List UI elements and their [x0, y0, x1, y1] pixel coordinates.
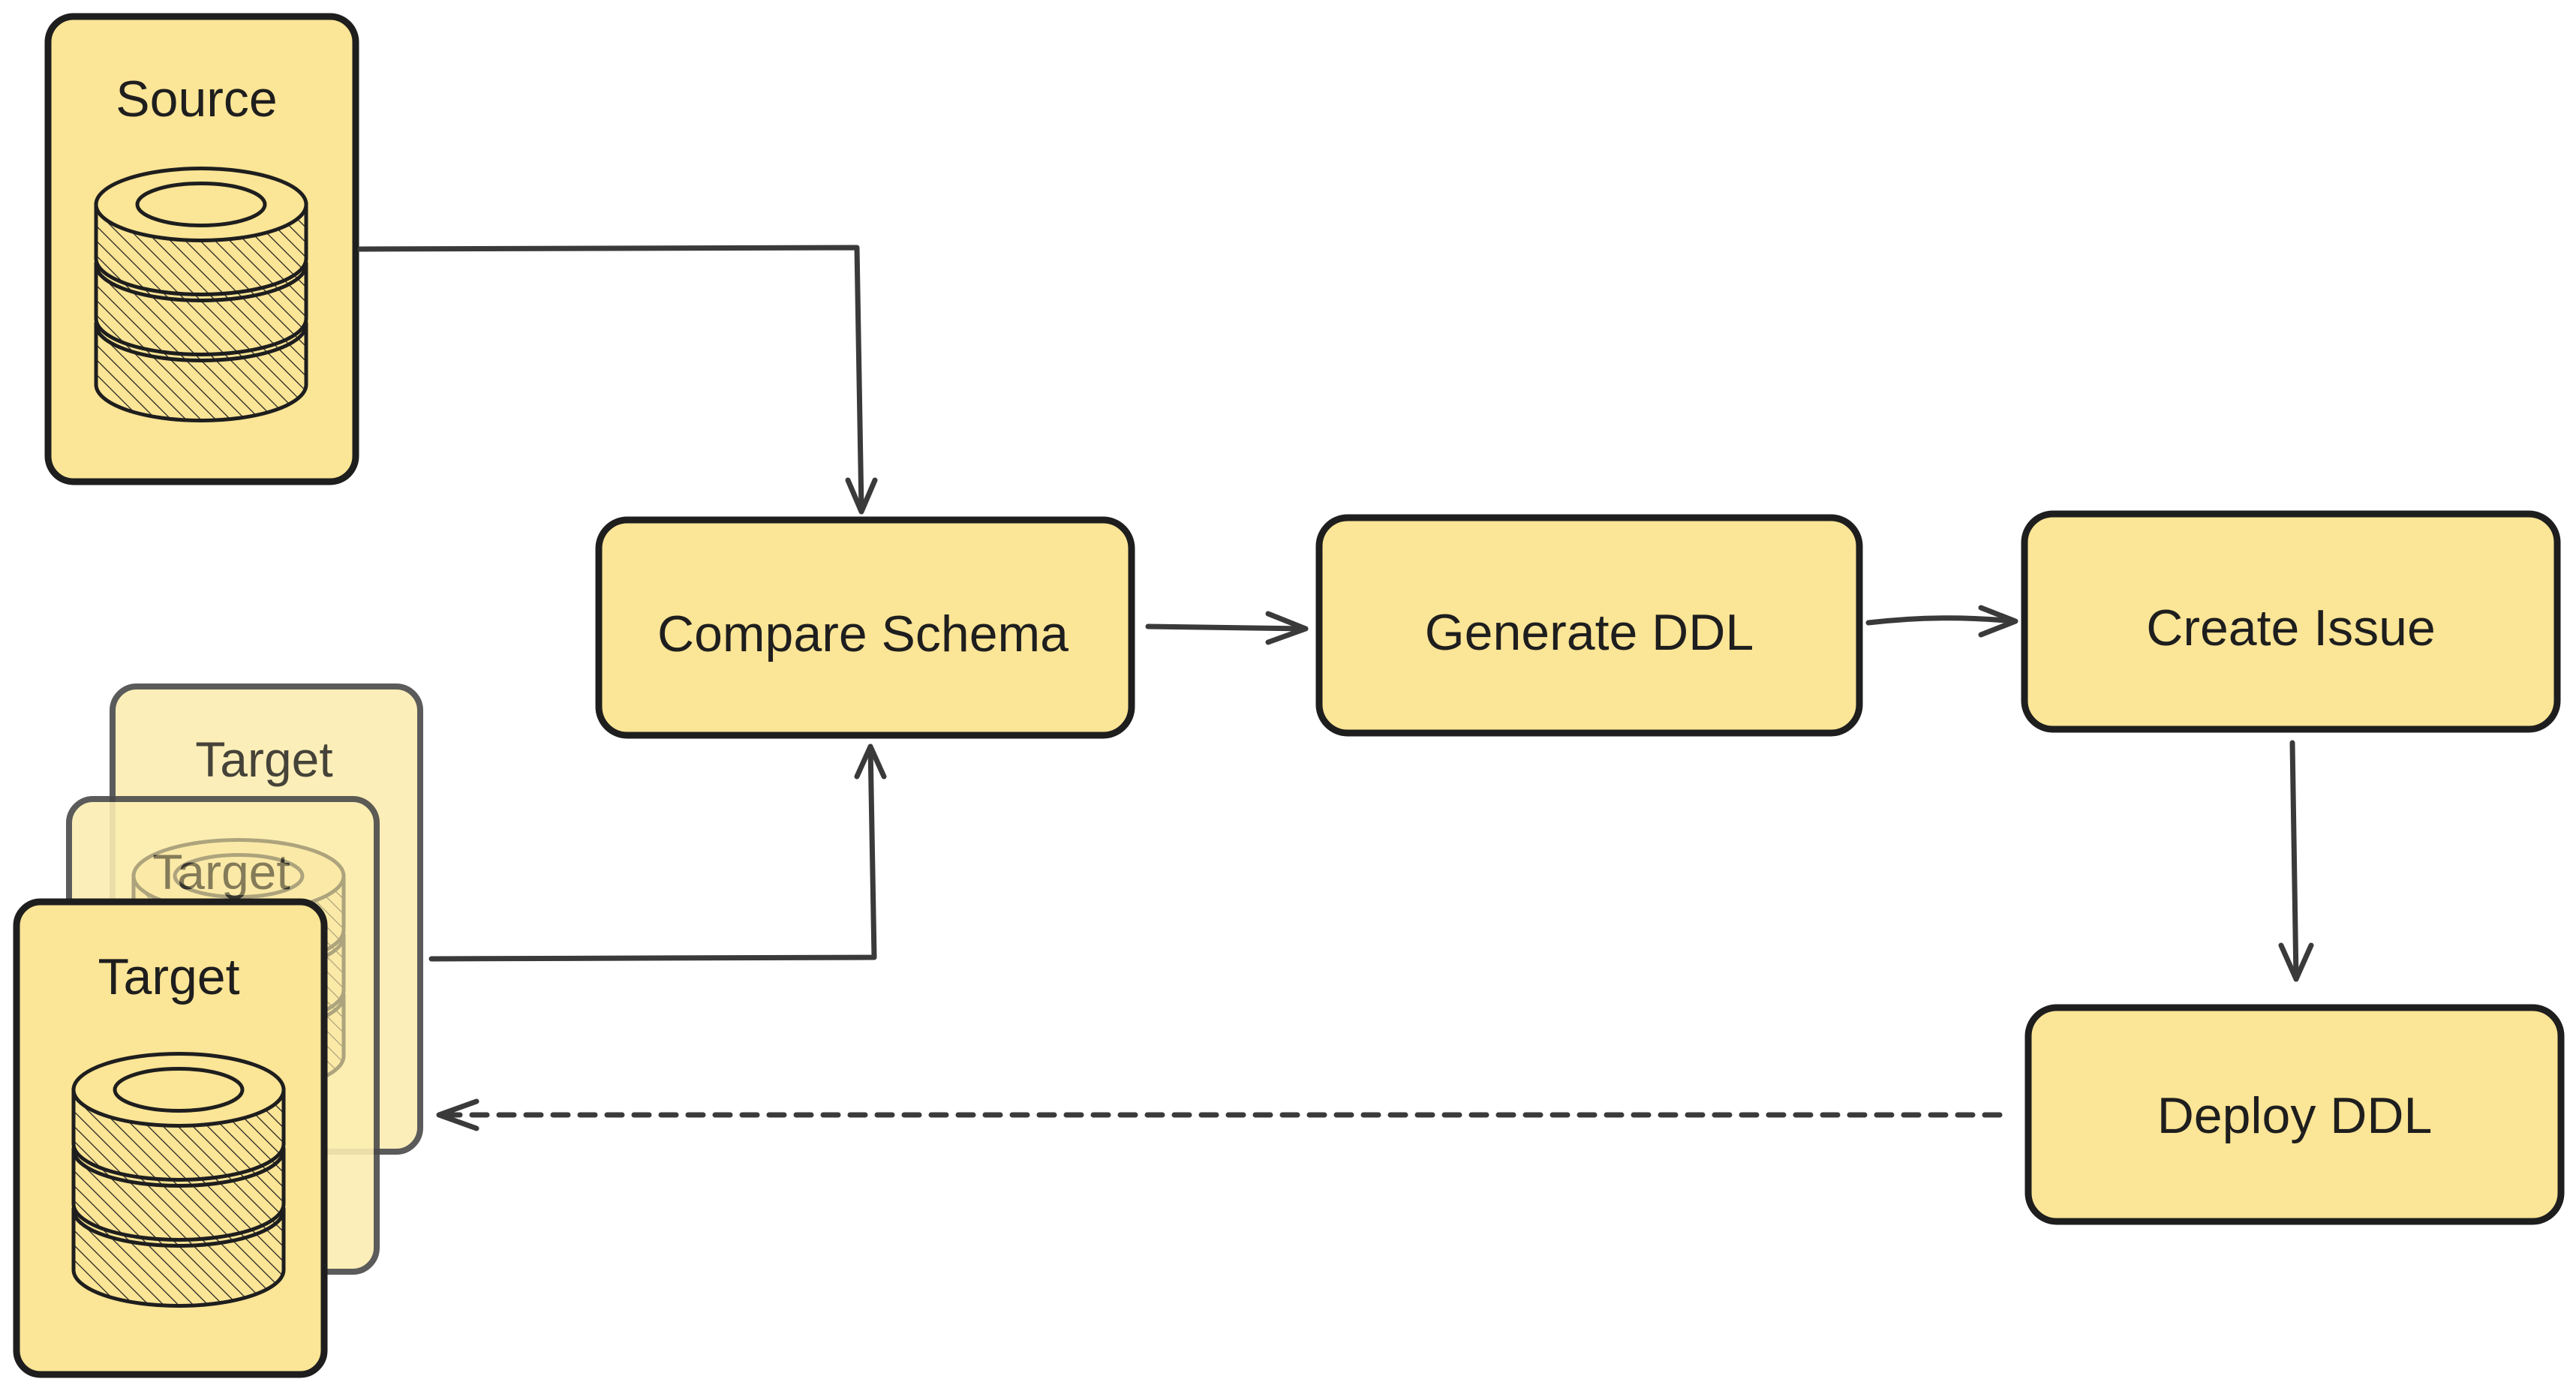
- arrow-create-to-deploy: [2278, 740, 2314, 982]
- arrow-target-to-compare: [428, 744, 887, 962]
- target-back-label: Target: [195, 732, 332, 787]
- source-node[interactable]: Source: [44, 13, 359, 485]
- deploy-ddl-label: Deploy DDL: [2157, 1087, 2433, 1144]
- database-icon: [96, 169, 306, 421]
- compare-schema-label: Compare Schema: [657, 605, 1069, 662]
- generate-ddl-label: Generate DDL: [1425, 604, 1754, 661]
- database-icon: [74, 1054, 284, 1306]
- create-issue-label: Create Issue: [2146, 599, 2436, 656]
- arrow-deploy-to-target: [436, 1098, 2003, 1131]
- target-front-label: Target: [98, 948, 240, 1005]
- deploy-ddl-node[interactable]: Deploy DDL: [2024, 1004, 2565, 1225]
- create-issue-node[interactable]: Create Issue: [2021, 510, 2561, 733]
- arrow-compare-to-generate: [1145, 611, 1309, 645]
- arrow-source-to-compare: [357, 245, 878, 515]
- generate-ddl-node[interactable]: Generate DDL: [1315, 514, 1863, 737]
- compare-schema-node[interactable]: Compare Schema: [595, 516, 1135, 739]
- target-node-front[interactable]: Target: [13, 898, 328, 1378]
- source-label: Source: [116, 71, 277, 128]
- arrow-generate-to-create: [1865, 605, 2018, 638]
